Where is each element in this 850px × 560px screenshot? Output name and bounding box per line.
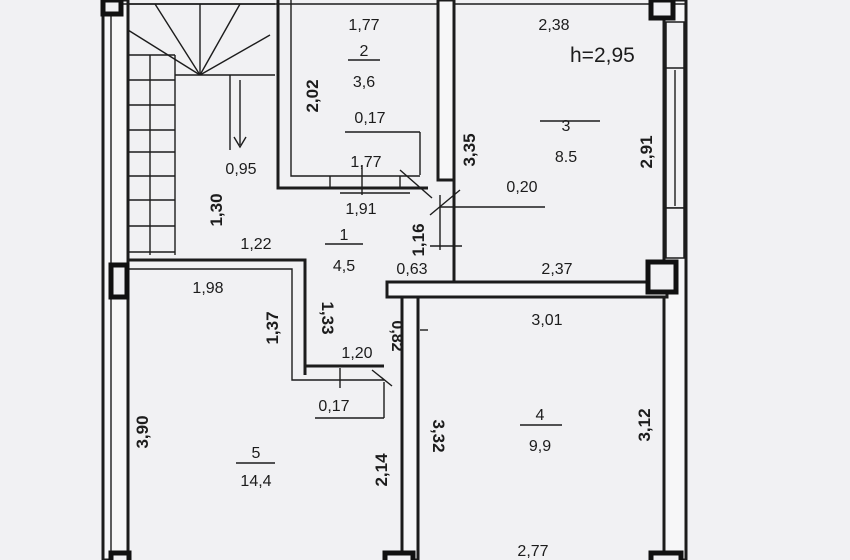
room-label-2: 2 3,6 [353,43,375,91]
room-area: 4,5 [333,258,355,275]
window-east-upper [665,21,685,71]
dimension-label: 3,90 [133,415,152,448]
room-5-north-wall-inner [128,268,384,381]
dimension-label: 1,77 [348,17,379,34]
door-room-2 [399,169,433,199]
dimension-label: 0,17 [318,398,349,415]
room-number: 1 [340,227,349,244]
room-2-walls [276,0,428,190]
dimension-label: 2,02 [303,79,322,112]
room-area: 14,4 [240,473,271,490]
dimension-label: 0,20 [506,179,537,196]
room-3-4-wall [385,280,669,299]
dimension-label: 2,91 [637,135,656,168]
room-2-east-wall [436,0,456,182]
stair-winder [127,29,201,76]
window-east-lower [665,207,685,259]
room-area: 9,9 [529,438,551,455]
dimension-label: 0,95 [225,161,256,178]
dimension-label: 3,32 [429,419,448,452]
room-number: 4 [536,407,545,424]
dimension-label: 2,14 [372,453,391,487]
room-label-3: 3 8.5 [555,118,577,166]
dimension-label: 3,01 [531,312,562,329]
room-2-walls-inner [290,0,420,177]
column-top-left [100,0,124,17]
dimension-labels: 1,77 2,02 0,17 1,77 2,38 3,35 2,91 0,95 … [133,17,656,560]
door-room-3 [429,189,461,216]
stair-arrow-head [233,136,247,149]
column-bottom-left [108,550,132,560]
stair-winder [199,3,241,76]
column-mid-right [645,259,679,295]
door-room-5 [371,369,393,387]
stair-winder [199,34,271,76]
dimension-label: 1,98 [192,280,223,297]
dimension-label: 2,77 [517,543,548,560]
dimension-label: 2,38 [538,17,569,34]
dimension-label: 0,82 [388,320,405,351]
dimension-label: 1,30 [207,193,226,226]
stair-winder [154,3,201,76]
dimension-label: 1,16 [409,223,428,256]
room-4-5-wall [400,295,420,560]
column-mid-left [108,262,130,300]
room-label-5: 5 14,4 [240,445,271,490]
room-area: 8.5 [555,149,577,166]
dimension-label: 1,37 [263,311,282,344]
column-bottom-mid [382,550,416,560]
room-label-4: 4 9,9 [529,407,551,455]
column-bottom-right [648,550,684,560]
dimension-label: 1,33 [318,301,337,334]
dimension-label: 1,20 [341,345,372,362]
ceiling-height-label: h=2,95 [570,44,635,67]
room-number: 3 [562,118,571,135]
outer-walls [101,0,688,560]
column-top-right [648,0,676,21]
dimension-label: 2,37 [541,261,572,278]
room-5-north-wall [128,258,307,375]
dimension-label: 0,17 [354,110,385,127]
room-label-1: 1 4,5 [333,227,355,275]
dimension-label: 0,63 [396,261,427,278]
dimension-label: 3,35 [460,133,479,166]
dimension-label: 1,22 [240,236,271,253]
room-number: 5 [252,445,261,462]
dimension-label: 3,12 [635,408,654,441]
room-area: 3,6 [353,74,375,91]
room-number: 2 [360,43,369,60]
dimension-label: 1,77 [350,154,381,171]
staircase [127,3,275,255]
dimension-label: 1,91 [345,201,376,218]
dimension-lines [236,59,600,464]
